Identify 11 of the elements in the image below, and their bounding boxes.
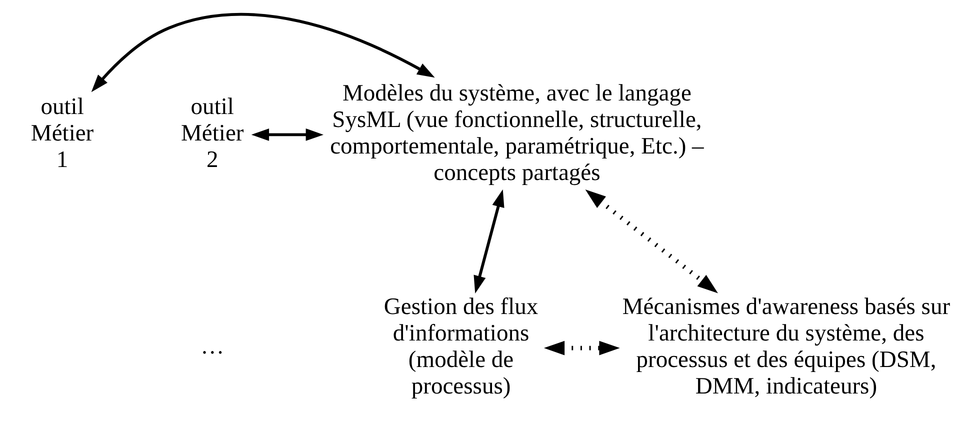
arrow [543, 340, 620, 356]
node-text: outil Métier 2 [180, 94, 244, 173]
arrow [584, 190, 718, 294]
label: … [200, 334, 224, 360]
arrow [90, 13, 434, 92]
arrow [250, 128, 324, 141]
node-text: outil Métier 1 [30, 94, 94, 173]
node-text: Gestion des flux d'informations (modèle de processus) [383, 294, 538, 400]
node-text: Mécanismes d'awareness basés sur l'architecture du système, des processus et des équipes (DSM, DMM, indicateurs) [622, 294, 950, 400]
arrow [473, 189, 504, 294]
node-text: Modèles du système, avec le langage SysML (vue fonctionnelle, structurelle, comportementale, paramétrique, Etc.) – concepts partagés [330, 80, 704, 186]
